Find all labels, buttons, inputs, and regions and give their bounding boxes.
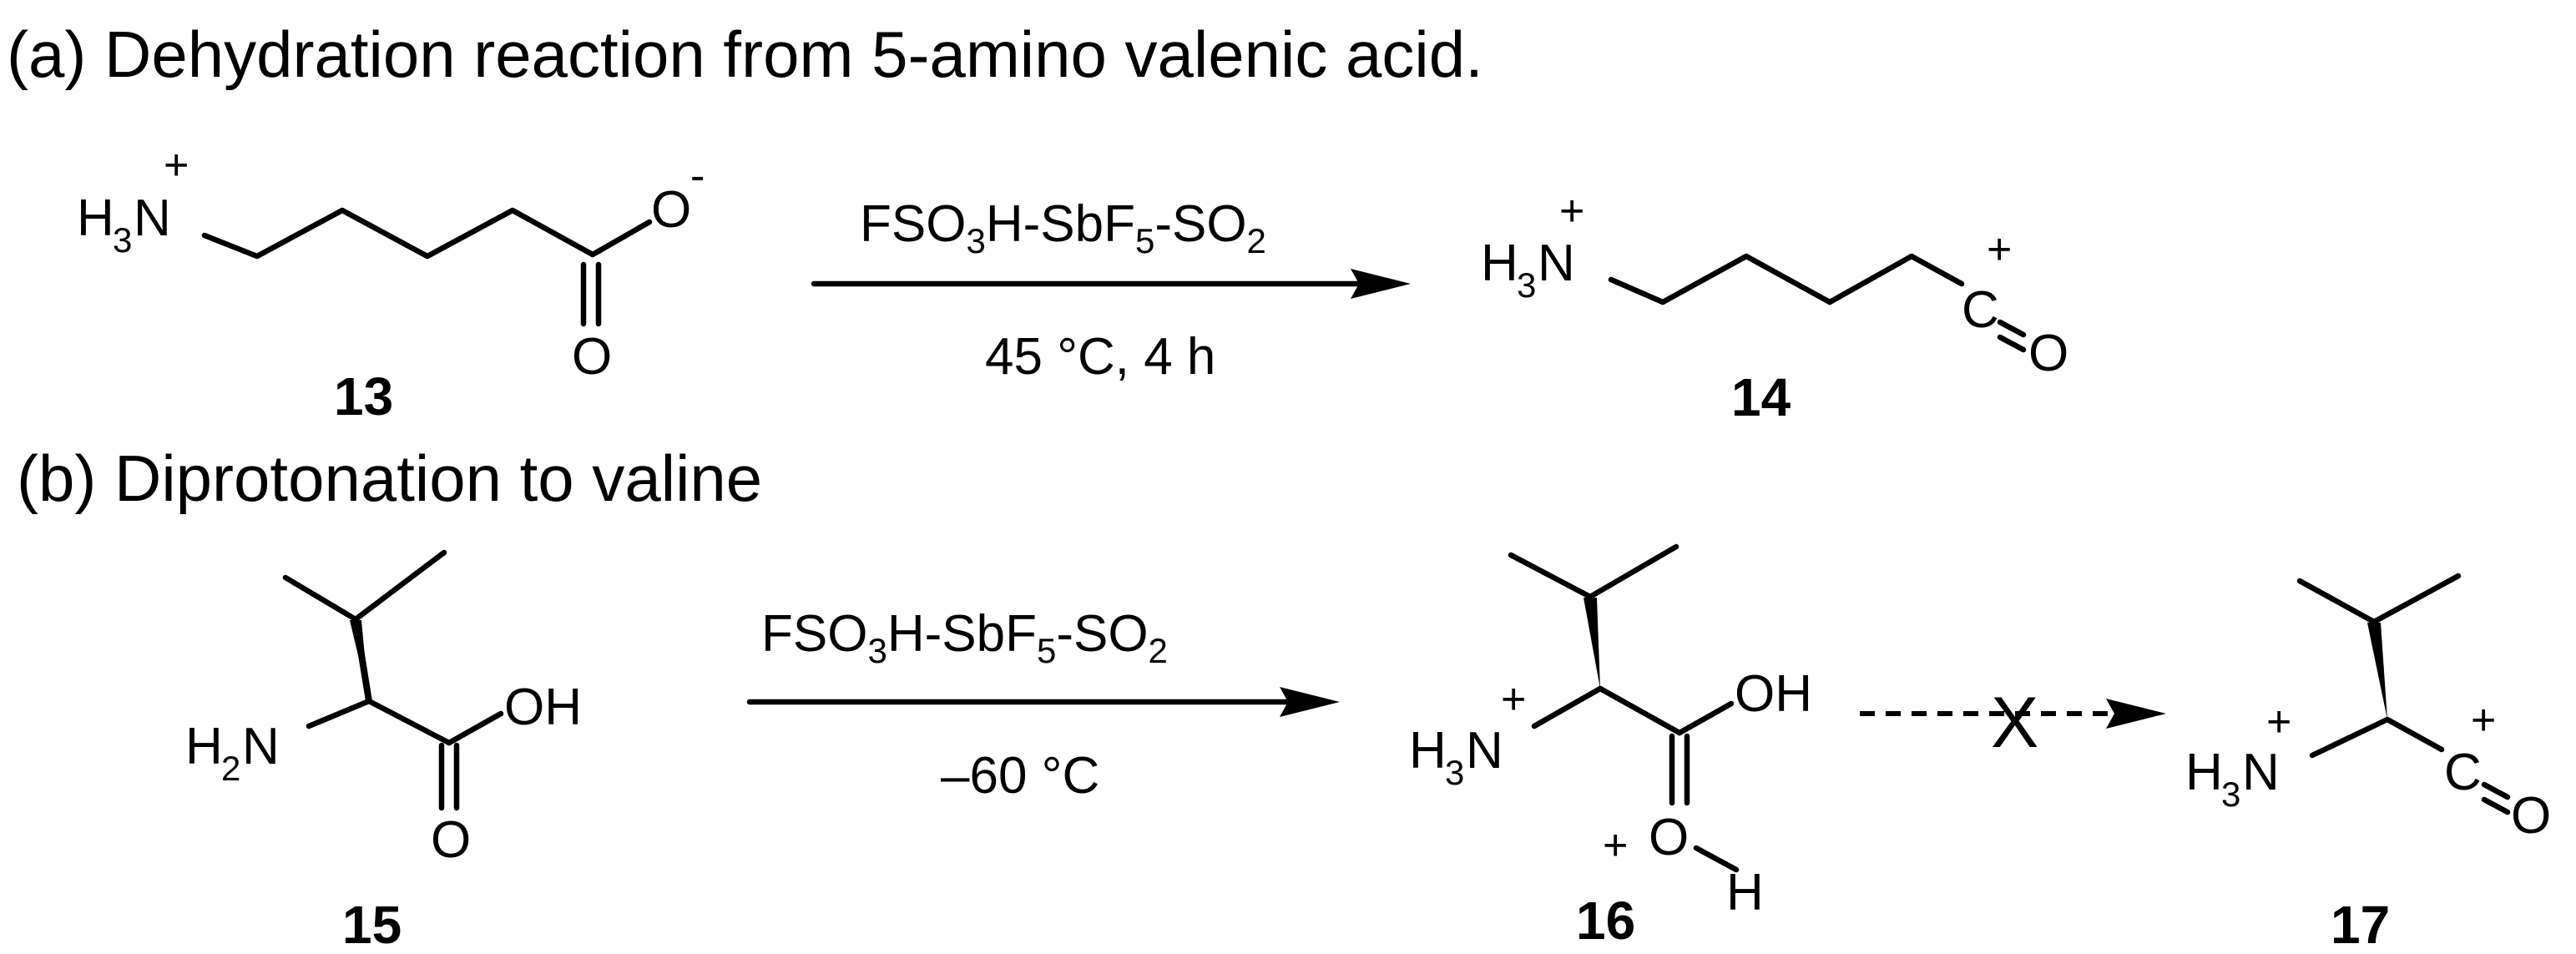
atom-h: H <box>185 718 223 775</box>
compound-13-structure: + H 3 N O - O <box>77 141 705 386</box>
isopropyl-bond <box>352 549 447 623</box>
atom-c: C <box>1962 281 1999 339</box>
reaction-arrow-head <box>1280 687 1340 717</box>
isopropyl-bond <box>2296 578 2377 625</box>
atom-n: N <box>134 189 171 247</box>
alpha-carbonyl-bond <box>366 698 452 746</box>
atom-o: O <box>651 181 691 239</box>
subscript-3: 3 <box>113 220 132 260</box>
atom-o: O <box>572 328 612 386</box>
acylium-charge: + <box>2471 696 2496 745</box>
ammonium-charge: + <box>1559 187 1584 235</box>
subscript-2: 2 <box>221 749 240 788</box>
acylium-double-bond-1 <box>1997 319 2027 338</box>
atom-h: H <box>2185 744 2223 801</box>
atom-h: H <box>1726 864 1764 921</box>
atom-o: O <box>2028 325 2068 382</box>
blocked-arrow-head <box>2106 699 2166 729</box>
atom-n: N <box>242 718 280 775</box>
subscript-3: 3 <box>1445 753 1464 792</box>
c-oh-bond <box>446 710 504 746</box>
reagent-label: FSO3H-SbF5-SO2 <box>761 605 1168 670</box>
isopropyl-bond <box>282 574 359 623</box>
atom-c: C <box>2444 744 2482 801</box>
atom-o: O <box>2511 787 2551 845</box>
atom-n: N <box>1466 722 1503 780</box>
compound-17-structure: + H 3 N + C O <box>2185 573 2551 845</box>
hydroxyl-label: OH <box>504 679 582 736</box>
isopropyl-bond <box>1587 543 1679 600</box>
compound-number-15: 15 <box>342 895 402 954</box>
carbon-chain-bond <box>1608 253 1965 305</box>
subscript-3: 3 <box>2221 775 2240 814</box>
oxonium-charge: + <box>1603 821 1628 870</box>
atom-h: H <box>1481 235 1518 292</box>
panel-a-heading: (a) Dehydration reaction from 5-amino va… <box>7 18 1483 91</box>
acylium-double-bond-1 <box>2481 781 2511 800</box>
compound-number-17: 17 <box>2331 895 2390 954</box>
acylium-double-bond-2 <box>1997 334 2027 353</box>
wedge-bond-body <box>350 620 369 701</box>
atom-o: O <box>1649 809 1689 866</box>
alpha-n-bond <box>306 698 372 729</box>
subscript-3: 3 <box>1517 265 1536 305</box>
hydroxyl-label: OH <box>1735 665 1812 723</box>
compound-number-14: 14 <box>1731 367 1791 427</box>
atom-o: O <box>431 811 471 869</box>
atom-h: H <box>1409 722 1447 780</box>
reaction-arrow-head <box>1351 269 1411 299</box>
compound-number-16: 16 <box>1576 891 1635 951</box>
acylium-charge: + <box>1987 225 2012 274</box>
o-h-bond <box>1693 845 1740 873</box>
ammonium-charge: + <box>164 141 189 189</box>
c-oh-bond <box>1676 700 1735 736</box>
reagent-label: FSO3H-SbF5-SO2 <box>860 195 1266 260</box>
compound-14-structure: + H 3 N + C O <box>1481 187 2068 382</box>
alpha-acylium-bond <box>2384 716 2445 753</box>
atom-n: N <box>2242 744 2280 801</box>
wedge-bond-body <box>2367 623 2387 719</box>
reaction-conditions: –60 °C <box>941 747 1099 805</box>
acylium-double-bond-2 <box>2481 796 2511 815</box>
alpha-n-bond <box>2309 716 2391 759</box>
atom-h: H <box>77 189 114 247</box>
alpha-n-bond <box>1531 685 1604 729</box>
ammonium-charge: + <box>1501 675 1526 724</box>
blocked-mark: X <box>1991 683 2038 763</box>
carboxylate-charge: - <box>690 152 705 200</box>
compound-15-structure: H 2 N OH O <box>185 549 582 869</box>
panel-b-heading: (b) Diprotonation to valine <box>17 442 762 515</box>
reaction-conditions: 45 °C, 4 h <box>985 328 1215 386</box>
wedge-bond-body <box>1583 598 1600 689</box>
isopropyl-bond <box>1508 552 1594 600</box>
isopropyl-bond <box>2371 573 2462 625</box>
alpha-carbonyl-bond <box>1597 685 1683 736</box>
carbon-chain-bond <box>201 207 653 260</box>
atom-n: N <box>1538 235 1575 292</box>
ammonium-charge: + <box>2266 698 2291 746</box>
compound-number-13: 13 <box>334 366 393 427</box>
compound-16-structure: + H 3 N OH + O H <box>1409 543 1812 921</box>
